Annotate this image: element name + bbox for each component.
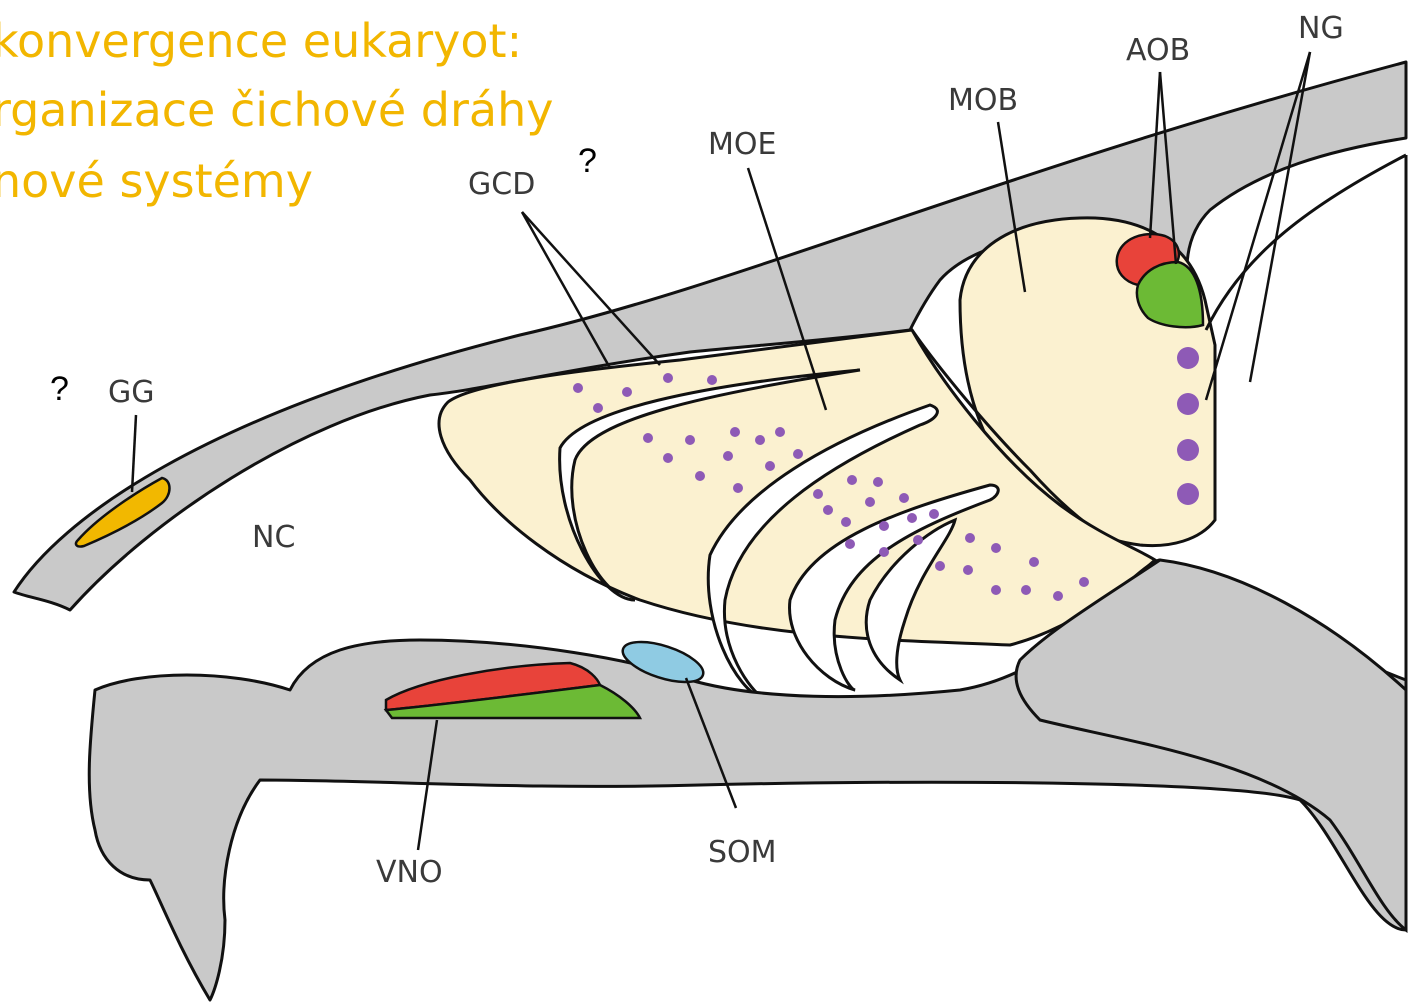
question-mark-gg: ?: [50, 370, 69, 408]
neuron-dot: [573, 383, 583, 393]
neuron-dot: [643, 433, 653, 443]
neuron-dot: [907, 513, 917, 523]
neuron-dot: [793, 449, 803, 459]
neuron-dot: [775, 427, 785, 437]
neuron-dot: [913, 535, 923, 545]
label-aob: AOB: [1126, 33, 1190, 68]
leader-gg: [132, 415, 136, 492]
label-vno: VNO: [376, 855, 443, 890]
neuron-dot: [1079, 577, 1089, 587]
neuron-dot: [929, 509, 939, 519]
label-som: SOM: [708, 835, 777, 870]
neuron-dot: [663, 453, 673, 463]
neuron-dot: [823, 505, 833, 515]
neuron-dot: [963, 565, 973, 575]
necklace-glomerulus-dot: [1177, 347, 1199, 369]
neuron-dot: [899, 493, 909, 503]
neuron-dot: [935, 561, 945, 571]
neuron-dot: [593, 403, 603, 413]
neuron-dot: [1021, 585, 1031, 595]
neuron-dot: [865, 497, 875, 507]
aob-green-region: [1137, 262, 1203, 327]
neuron-dot: [1053, 591, 1063, 601]
neuron-dot: [755, 435, 765, 445]
label-gcd: GCD: [468, 167, 535, 202]
neuron-dot: [663, 373, 673, 383]
necklace-glomerulus-dot: [1177, 393, 1199, 415]
label-mob: MOB: [948, 83, 1018, 118]
label-nc: NC: [252, 520, 295, 555]
neuron-dot: [873, 477, 883, 487]
label-moe: MOE: [708, 127, 776, 162]
neuron-dot: [847, 475, 857, 485]
neuron-dot: [845, 539, 855, 549]
neuron-dot: [841, 517, 851, 527]
neuron-dot: [733, 483, 743, 493]
neuron-dot: [695, 471, 705, 481]
neuron-dot: [622, 387, 632, 397]
neuron-dot: [879, 521, 889, 531]
label-gg: GG: [108, 375, 155, 410]
neuron-dot: [879, 547, 889, 557]
neuron-dot: [723, 451, 733, 461]
question-mark-gcd: ?: [578, 142, 597, 180]
neuron-dot: [730, 427, 740, 437]
label-ng: NG: [1298, 11, 1344, 46]
necklace-glomerulus-dot: [1177, 483, 1199, 505]
neuron-dot: [685, 435, 695, 445]
neuron-dot: [965, 533, 975, 543]
neuron-dot: [991, 543, 1001, 553]
neuron-dot: [1029, 557, 1039, 567]
neuron-dot: [765, 461, 775, 471]
necklace-glomerulus-dot: [1177, 439, 1199, 461]
neuron-dot: [813, 489, 823, 499]
neuron-dot: [707, 375, 717, 385]
neuron-dot: [991, 585, 1001, 595]
